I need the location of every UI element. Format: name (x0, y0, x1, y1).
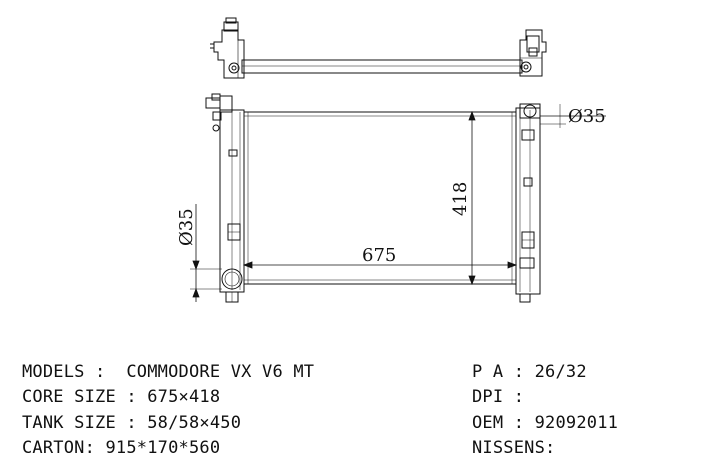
spec-oem: OEM : 92092011 (472, 413, 618, 433)
inlet-diameter-label: Ø35 (568, 106, 606, 127)
spec-dpi: DPI : (472, 387, 535, 407)
spec-label: TANK SIZE : (22, 413, 137, 433)
spec-value: 26/32 (534, 362, 587, 382)
spec-tank-size: TANK SIZE : 58/58×450 (22, 413, 241, 433)
outlet-diameter-label: Ø35 (176, 208, 197, 246)
spec-label: OEM : (472, 413, 525, 433)
spec-label: NISSENS: (472, 438, 556, 458)
spec-value: 58/58×450 (147, 413, 242, 433)
spec-label: CORE SIZE : (22, 387, 137, 407)
spec-value: 675×418 (147, 387, 221, 407)
spec-value: 915*170*560 (105, 438, 221, 458)
spec-label: CARTON: (22, 438, 96, 458)
width-dimension-label: 675 (362, 245, 396, 266)
spec-value: 92092011 (534, 413, 619, 433)
spec-label: DPI : (472, 387, 525, 407)
spec-value: COMMODORE VX V6 MT (126, 362, 315, 382)
front-view (205, 93, 541, 303)
spec-carton: CARTON: 915*170*560 (22, 438, 220, 458)
spec-label: MODELS : (22, 362, 106, 382)
spec-core-size: CORE SIZE : 675×418 (22, 387, 220, 407)
height-dimension-label: 418 (450, 182, 471, 216)
spec-pa: P A : 26/32 (472, 362, 587, 382)
dimension-lines (190, 104, 606, 302)
spec-label: P A : (472, 362, 525, 382)
spec-nissens: NISSENS: (472, 438, 566, 458)
spec-models: MODELS : COMMODORE VX V6 MT (22, 362, 314, 382)
top-view (210, 17, 547, 79)
